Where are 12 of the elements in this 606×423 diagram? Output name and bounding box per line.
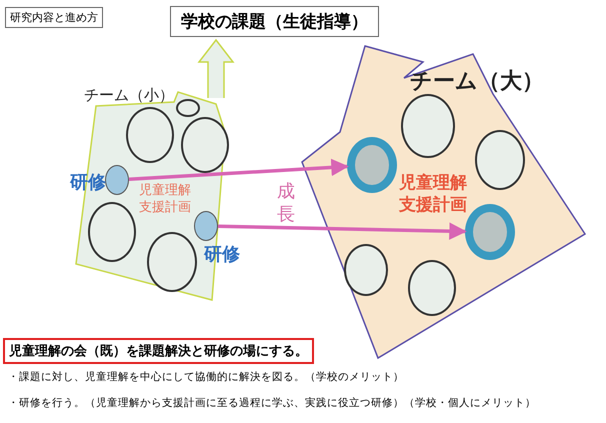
title: 学校の課題（生徒指導）: [170, 6, 379, 37]
plan-text: 児童理解支援計画: [398, 172, 468, 216]
growth-text: 成長: [276, 180, 296, 227]
team-heading: チーム（大）: [410, 68, 544, 96]
bullet-text: ・課題に対し、児童理解を中心にして協働的に解決を図る。（学校のメリット）: [8, 370, 404, 384]
arrow: [128, 158, 349, 182]
section-tag: 研究内容と進め方: [5, 7, 103, 28]
arrow: [218, 222, 467, 240]
plan-text: 児童理解支援計画: [138, 183, 192, 217]
key-statement: 児童理解の会（既）を課題解決と研修の場にする。: [3, 338, 314, 364]
team-heading: チーム（小）: [84, 86, 174, 105]
bullet-text: ・研修を行う。（児童理解から支援計画に至る過程に学ぶ、実践に役立つ研修）（学校・個人にメリット）: [8, 396, 536, 410]
